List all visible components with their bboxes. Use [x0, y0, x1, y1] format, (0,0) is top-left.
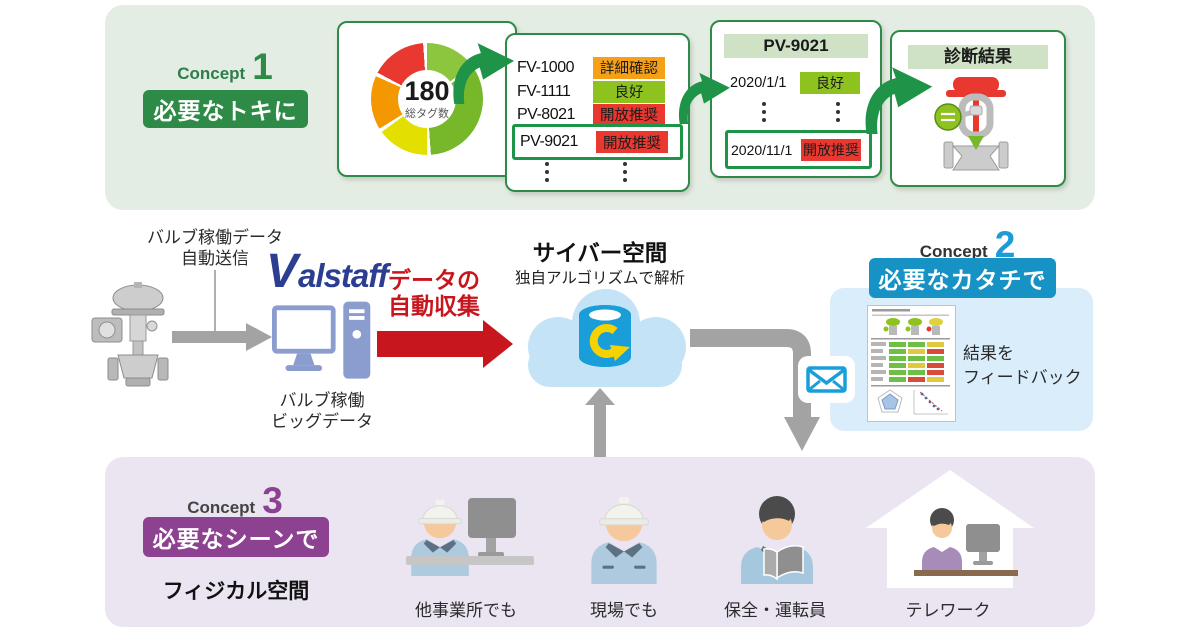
status-badge: 詳細確認 — [593, 56, 665, 79]
tag-id: FV-1000 — [517, 58, 574, 76]
computer-icon — [272, 301, 371, 379]
feedback-label: 結果を フィードバック — [963, 344, 1082, 387]
red-right-arrow-icon — [377, 320, 513, 368]
concept3-tagline: 必要なシーンで — [143, 517, 329, 557]
ellipsis-dots — [545, 162, 549, 182]
green-swoosh-arrow-icon — [858, 66, 936, 134]
site-worker-illustration — [590, 496, 658, 584]
diagnosis-card-title: 診断結果 — [908, 45, 1048, 69]
status-badge: 開放推奨 — [593, 103, 665, 126]
highlighted-history-row: 2020/11/1 開放推奨 — [725, 130, 872, 169]
table-row: PV-8021 開放推奨 — [517, 103, 665, 126]
concept3-word: Concept — [187, 498, 256, 517]
mini-radar-chart — [877, 389, 903, 413]
operator-reading-illustration — [741, 496, 813, 584]
history-date: 2020/11/1 — [731, 141, 793, 158]
control-valve-diagram-icon — [934, 77, 1009, 171]
history-card: PV-9021 2020/1/1 良好 2020/11/1 開放推奨 — [710, 20, 882, 178]
concept3-number: 3 — [262, 480, 283, 521]
concept1-word: Concept — [177, 64, 246, 83]
gray-bent-arrow-icon — [690, 329, 820, 451]
tag-id: PV-8021 — [517, 105, 575, 123]
mini-scatter-chart — [913, 390, 948, 415]
diagnosis-card: 診断結果 — [890, 30, 1066, 187]
ellipsis-dots — [623, 162, 627, 182]
report-thumbnail — [867, 305, 956, 422]
table-row: FV-1000 詳細確認 — [517, 56, 665, 79]
gray-up-arrow-icon — [585, 388, 615, 472]
history-date: 2020/1/1 — [730, 75, 787, 91]
total-tag-count: 180 — [404, 75, 450, 106]
history-row: 2020/1/1 良好 — [730, 72, 860, 94]
ellipsis-dots — [762, 102, 766, 122]
green-swoosh-arrow-icon — [672, 72, 734, 124]
ellipsis-dots — [836, 102, 840, 122]
callout-connector-line — [214, 270, 216, 332]
auto-send-label: バルブ稼働データ 自動送信 — [147, 228, 283, 268]
database-sync-icon — [579, 305, 631, 367]
cloud-icon — [528, 289, 686, 387]
concept2-tagline: 必要なカタチで — [869, 258, 1056, 298]
green-swoosh-arrow-icon — [444, 42, 520, 104]
total-tag-caption: 総タグ数 — [405, 107, 449, 120]
worker-label: 保全・運転員 — [724, 601, 826, 620]
valve-photo — [91, 282, 169, 387]
status-badge: 開放推奨 — [801, 138, 861, 161]
telework-house-illustration — [866, 470, 1034, 588]
tag-table-card: FV-1000 詳細確認 FV-1111 良好 PV-8021 開放推奨 PV-… — [505, 33, 690, 192]
tag-id: PV-9021 — [520, 133, 578, 150]
cyber-space-title: サイバー空間 — [532, 241, 668, 266]
status-badge: 良好 — [800, 72, 860, 94]
cyber-space-subtitle: 独自アルゴリズムで解析 — [514, 270, 686, 287]
bigdata-label: バルブ稼働 ビッグデータ — [271, 391, 373, 431]
worker-label: 現場でも — [590, 601, 658, 620]
concept3-heading: Concept 3 — [150, 480, 320, 521]
concept1-heading: Concept 1 — [140, 46, 310, 87]
concept2-word: Concept — [919, 242, 988, 261]
physical-space-label: フィジカル空間 — [162, 580, 310, 603]
donut-card: 180 総タグ数 — [337, 21, 517, 177]
mini-status-table — [871, 342, 944, 382]
worker-at-desk-illustration — [406, 498, 534, 576]
tag-id: FV-1111 — [517, 82, 571, 100]
concept1-number: 1 — [252, 46, 273, 87]
concept2-number: 2 — [994, 224, 1016, 265]
mail-icon — [798, 356, 855, 403]
donut-center: 180 総タグ数 — [398, 70, 456, 128]
auto-collect-label: データの 自動収集 — [388, 267, 480, 319]
tag-status-donut-chart: 180 総タグ数 — [371, 43, 483, 155]
concept1-tagline: 必要なトキに — [143, 90, 308, 128]
history-card-title: PV-9021 — [724, 34, 868, 58]
highlighted-table-row: PV-9021 開放推奨 — [512, 124, 683, 160]
worker-label: 他事業所でも — [415, 601, 517, 620]
valstaff-logo: Valstaff — [266, 245, 389, 298]
mini-valve-icons — [883, 318, 943, 335]
report-content — [871, 309, 950, 415]
table-row: FV-1111 良好 — [517, 80, 665, 103]
status-badge: 良好 — [593, 80, 665, 103]
gray-right-arrow-icon — [172, 323, 272, 351]
worker-label: テレワーク — [905, 601, 991, 620]
status-badge: 開放推奨 — [596, 131, 668, 153]
concept2-heading: Concept 2 — [880, 224, 1055, 265]
